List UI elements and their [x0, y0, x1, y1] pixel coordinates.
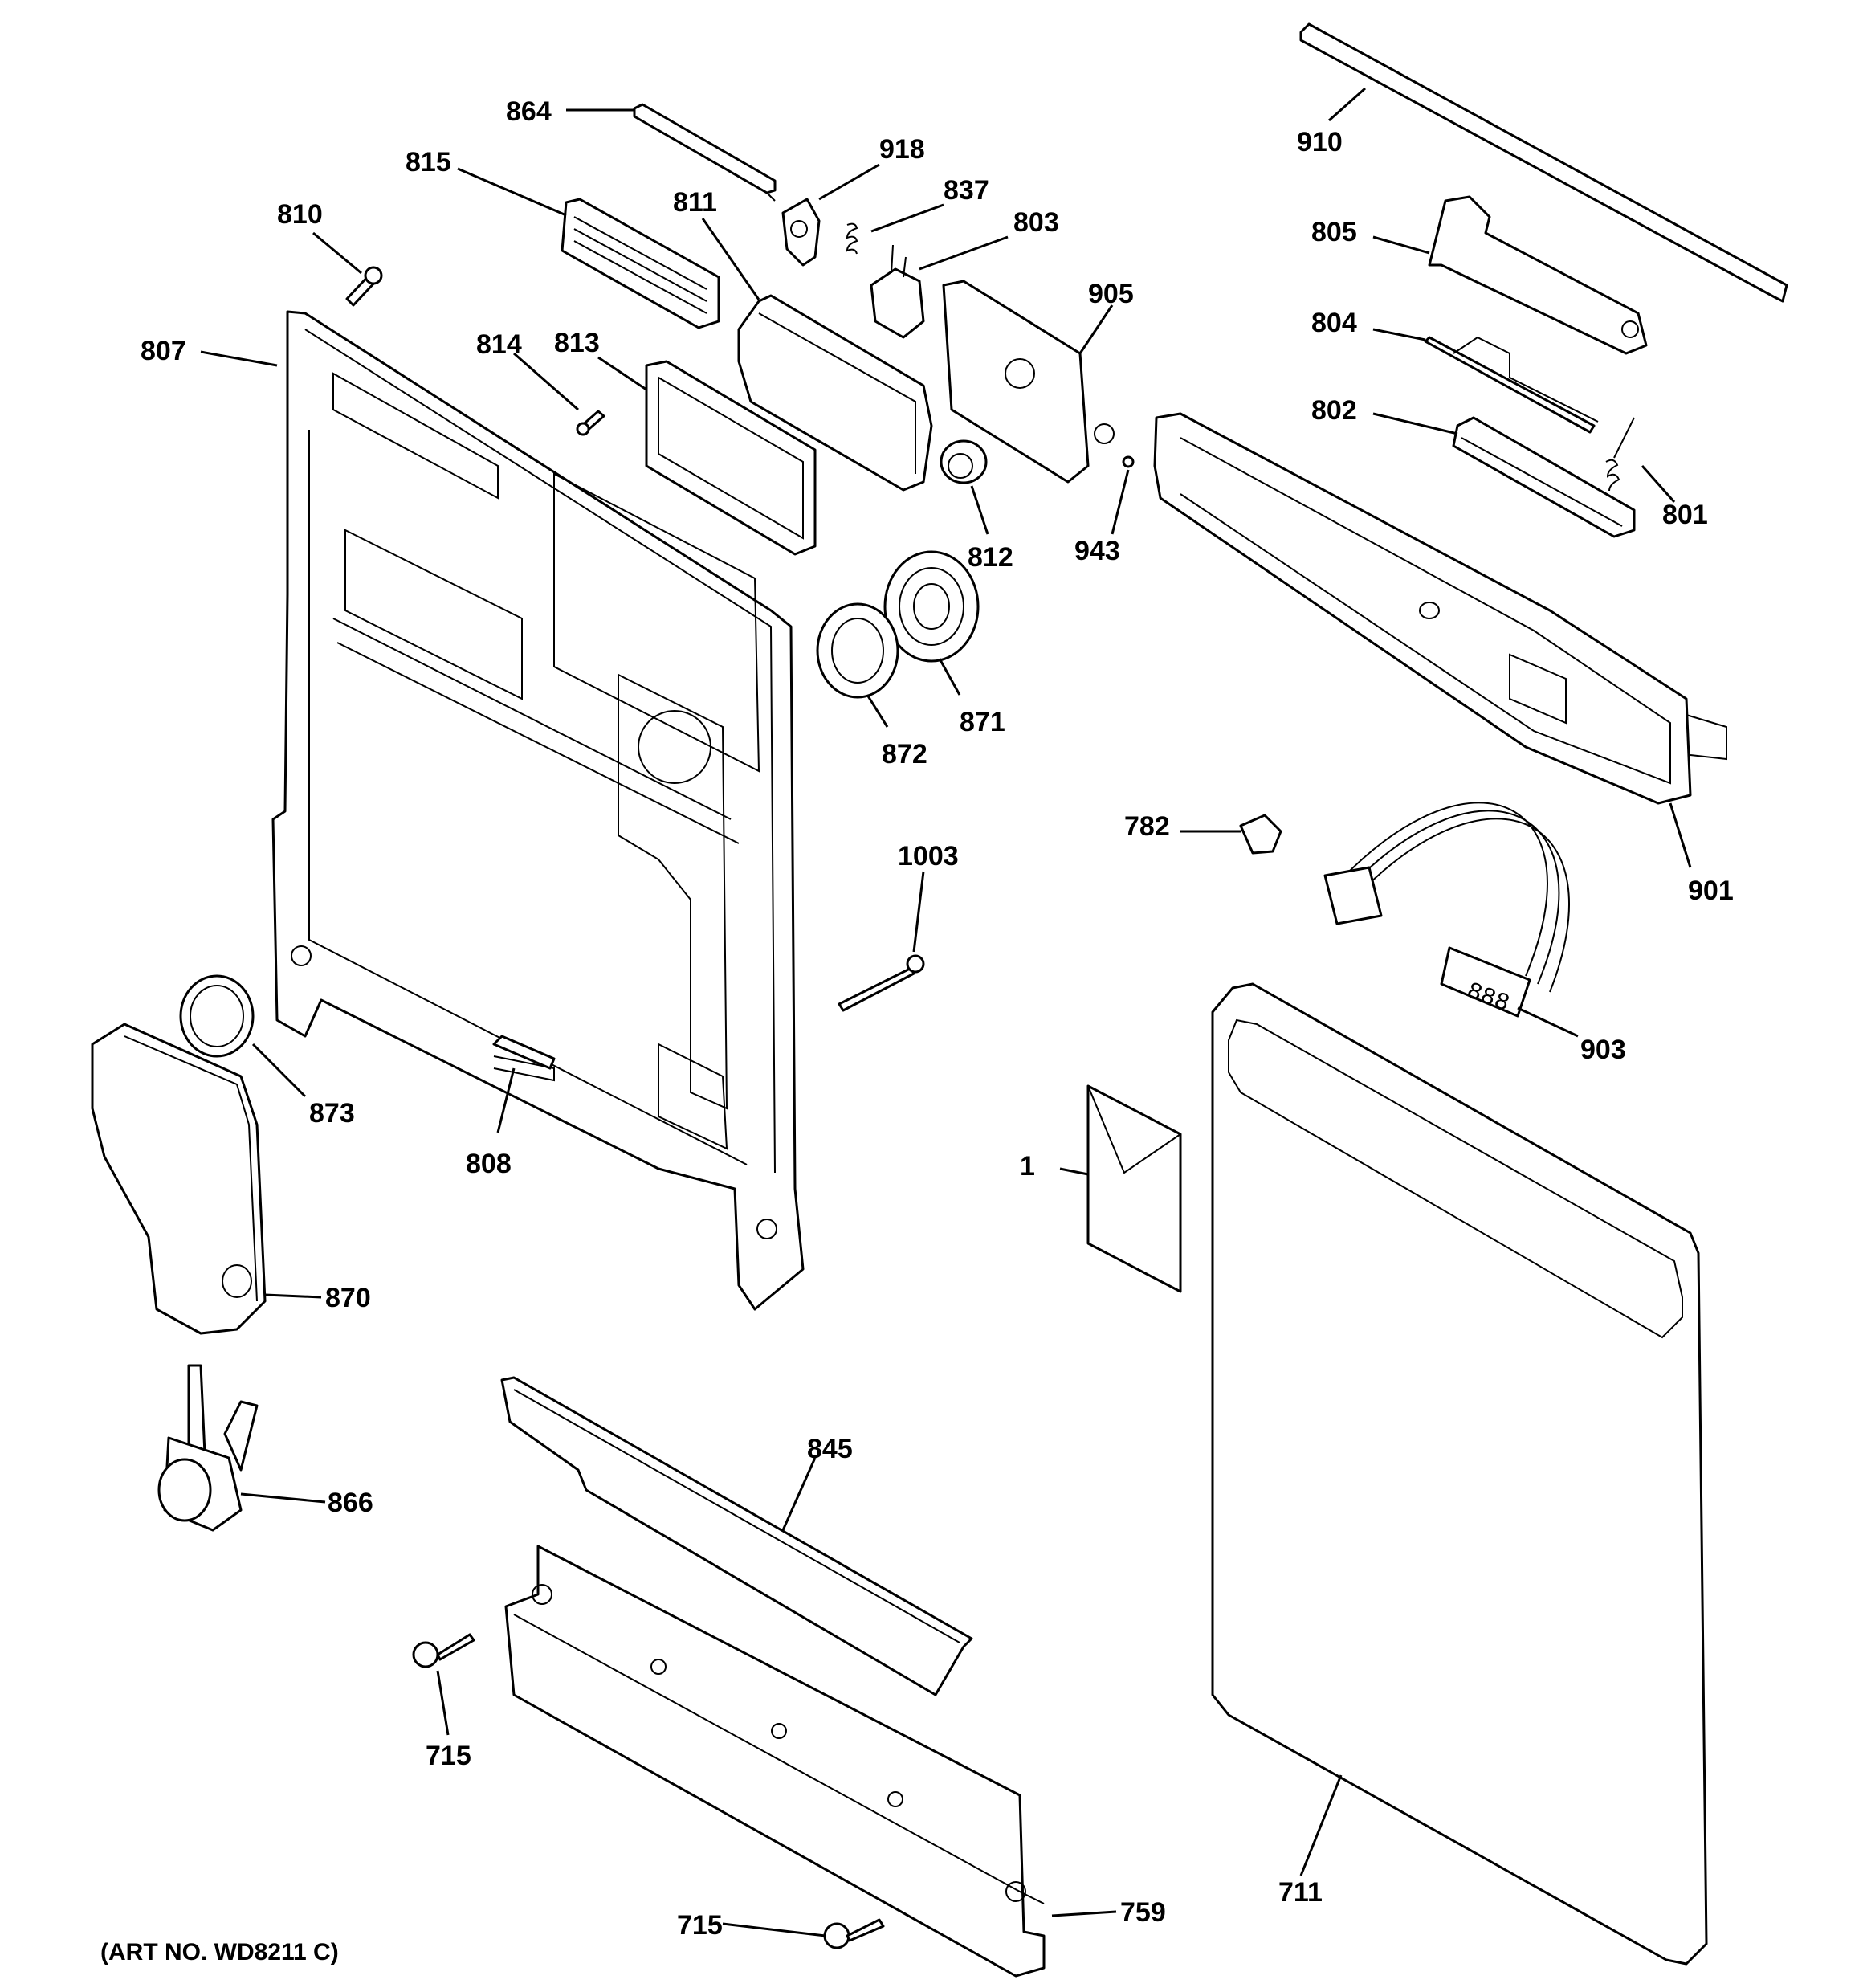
callout-810: 810 [277, 199, 323, 230]
callout-814: 814 [476, 329, 522, 360]
vent-strip-864 [633, 103, 777, 202]
callout-801: 801 [1662, 500, 1708, 530]
callout-802: 802 [1311, 395, 1357, 426]
ring-871 [883, 550, 980, 663]
spring-801 [1605, 417, 1635, 492]
latch-808 [492, 1035, 556, 1070]
callout-870: 870 [325, 1283, 371, 1313]
callout-845: 845 [807, 1434, 853, 1464]
bolt-1003 [838, 954, 925, 1012]
callout-715-lower: 715 [677, 1910, 723, 1941]
callout-711: 711 [1278, 1877, 1323, 1908]
vent-grille-815 [561, 198, 720, 329]
callout-807: 807 [141, 336, 186, 366]
screw-715-upper [412, 1633, 475, 1668]
callout-813: 813 [554, 328, 600, 358]
callout-871: 871 [960, 707, 1005, 737]
screw-810 [345, 266, 383, 307]
callout-782: 782 [1124, 811, 1170, 842]
callout-715-upper: 715 [426, 1741, 471, 1771]
cover-870 [91, 1023, 267, 1335]
callout-811: 811 [673, 187, 717, 218]
callout-872: 872 [882, 739, 927, 769]
gasket-frame-813 [645, 360, 817, 556]
callout-837: 837 [944, 175, 989, 206]
callout-815: 815 [406, 147, 451, 178]
callout-901: 901 [1688, 876, 1734, 906]
callout-918: 918 [879, 134, 925, 165]
display-harness-903: 888 [1323, 802, 1571, 1018]
toe-panel-759 [504, 1545, 1046, 1978]
callout-805: 805 [1311, 217, 1357, 247]
o-ring-873 [179, 974, 255, 1058]
callout-808: 808 [466, 1149, 512, 1179]
control-board-905 [942, 280, 1115, 484]
callout-803: 803 [1013, 207, 1059, 238]
callout-804: 804 [1311, 308, 1357, 338]
art-number: (ART NO. WD8211 C) [100, 1939, 339, 1966]
hinge-802 [1452, 416, 1636, 538]
spring-837 [846, 222, 858, 255]
valve-866 [157, 1364, 259, 1532]
callout-1003: 1003 [898, 841, 959, 872]
callout-873: 873 [309, 1098, 355, 1129]
callout-864: 864 [506, 96, 552, 127]
inner-door-panel-807 [271, 310, 805, 1311]
callout-1: 1 [1020, 1151, 1035, 1182]
screw-943 [1122, 455, 1135, 468]
screw-814 [576, 410, 605, 436]
callout-labels: 864 918 815 837 811 803 810 905 807 814 … [100, 96, 1734, 1966]
knob-812 [940, 439, 988, 484]
connector-782 [1239, 814, 1282, 855]
switch-918 [781, 198, 821, 267]
bracket-805 [1428, 195, 1648, 355]
outer-door-panel-711 [1211, 982, 1708, 1966]
callout-943: 943 [1074, 536, 1120, 566]
ring-872 [816, 602, 899, 699]
literature-envelope-1 [1086, 1084, 1182, 1293]
callout-905: 905 [1088, 279, 1134, 309]
leader-lines [200, 87, 1692, 1937]
callout-866: 866 [328, 1488, 373, 1518]
trim-strip-845 [500, 1376, 973, 1696]
control-console-901 [1153, 412, 1727, 805]
callout-812: 812 [968, 542, 1013, 573]
screw-715-lower [823, 1918, 885, 1949]
callout-910: 910 [1297, 127, 1343, 157]
callout-759: 759 [1120, 1897, 1166, 1928]
callout-903: 903 [1580, 1035, 1626, 1065]
control-housing-811 [737, 294, 933, 492]
rod-804 [1424, 336, 1599, 434]
switch-803 [870, 244, 925, 339]
rail-910 [1299, 22, 1788, 303]
